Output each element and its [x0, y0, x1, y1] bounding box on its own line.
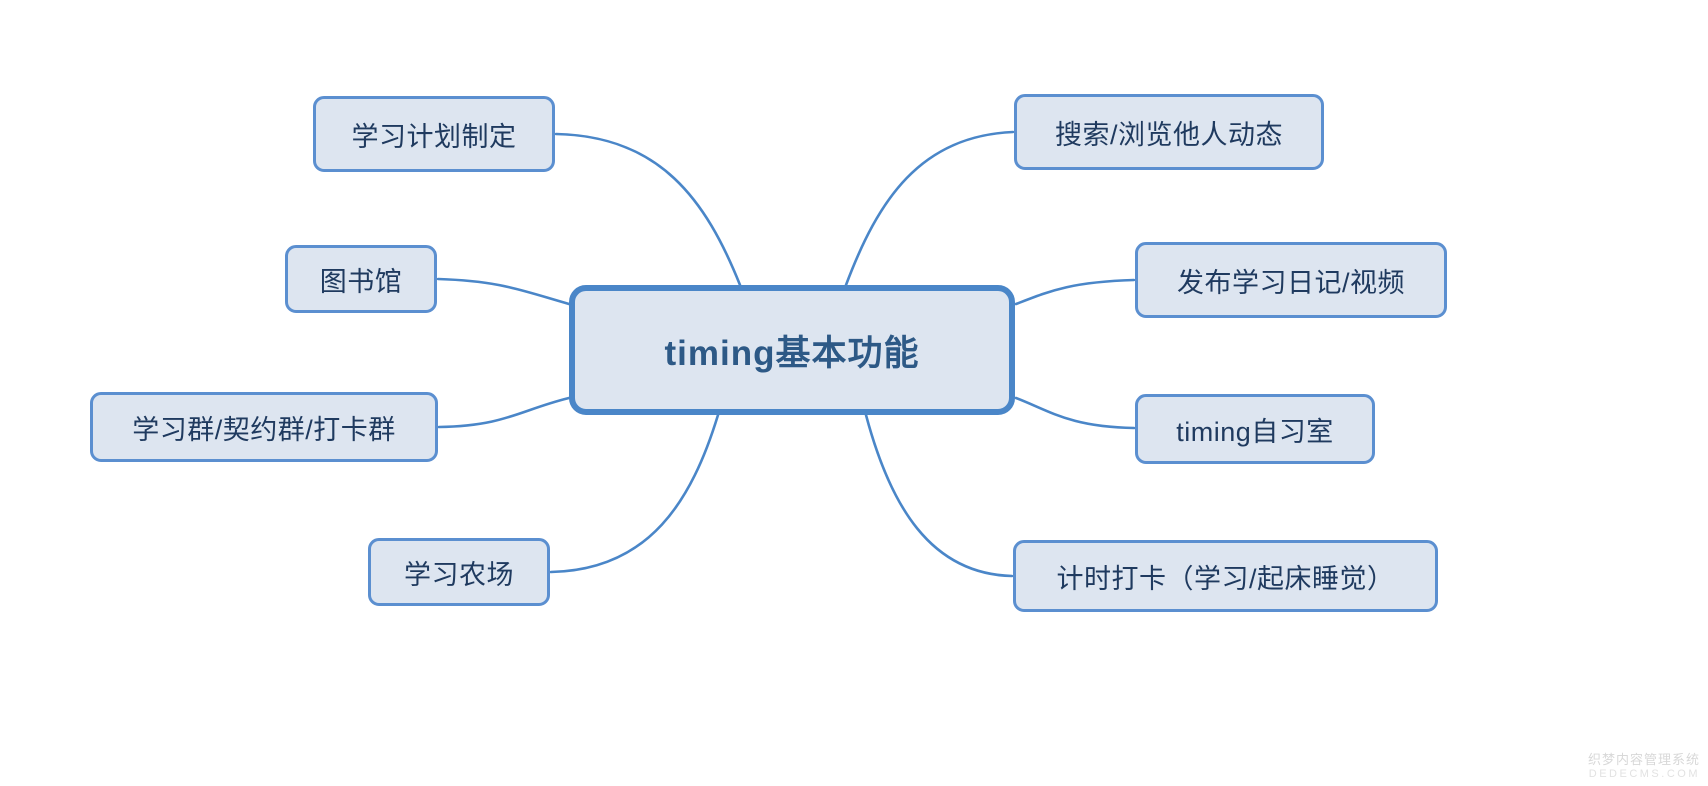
- watermark-line-1: 织梦内容管理系统: [1587, 752, 1700, 767]
- node-label-timed-checkin: 计时打卡（学习/起床睡觉）: [1056, 563, 1395, 594]
- node-label-study-room: timing自习室: [1176, 416, 1334, 447]
- node-label-library: 图书馆: [319, 266, 403, 297]
- node-label-study-plan: 学习计划制定: [351, 121, 517, 152]
- mindmap-node-study-plan[interactable]: 学习计划制定: [313, 96, 555, 172]
- connector-timed-checkin: [864, 413, 1014, 578]
- mindmap-node-study-groups[interactable]: 学习群/契约群/打卡群: [90, 392, 438, 462]
- node-label-study-groups: 学习群/契约群/打卡群: [132, 414, 396, 445]
- node-label-browse-others: 搜索/浏览他人动态: [1054, 119, 1283, 150]
- mindmap-node-publish-diary[interactable]: 发布学习日记/视频: [1135, 242, 1447, 318]
- connector-browse-others: [844, 130, 1015, 287]
- connector-study-groups: [437, 396, 571, 429]
- connector-study-plan: [554, 132, 742, 287]
- watermark-line-2: DEDECMS.COM: [1588, 768, 1700, 781]
- mindmap-node-center[interactable]: timing基本功能: [569, 285, 1015, 415]
- node-label-study-farm: 学习农场: [404, 559, 514, 590]
- node-label-center: timing基本功能: [664, 333, 920, 373]
- connector-study-farm: [549, 413, 720, 574]
- mindmap-node-study-farm[interactable]: 学习农场: [368, 538, 550, 606]
- node-label-publish-diary: 发布学习日记/视频: [1176, 267, 1405, 298]
- mindmap-node-study-room[interactable]: timing自习室: [1135, 394, 1375, 464]
- watermark: 织梦内容管理系统 DEDECMS.COM: [1588, 752, 1700, 782]
- connector-study-room: [1014, 396, 1136, 430]
- mindmap-node-library[interactable]: 图书馆: [285, 245, 437, 313]
- mindmap-node-timed-checkin[interactable]: 计时打卡（学习/起床睡觉）: [1013, 540, 1438, 612]
- connector-library: [436, 277, 571, 306]
- connector-publish-diary: [1014, 278, 1136, 306]
- mindmap-node-browse-others[interactable]: 搜索/浏览他人动态: [1014, 94, 1324, 170]
